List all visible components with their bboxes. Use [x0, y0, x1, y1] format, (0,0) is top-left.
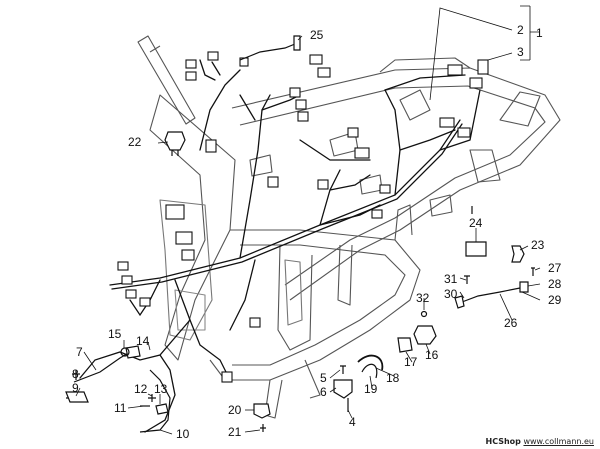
connector-block	[297, 111, 309, 122]
connector-block	[267, 176, 279, 188]
callout-25: 25	[310, 28, 324, 42]
connector-block	[371, 209, 383, 219]
callout-30: 30	[444, 287, 458, 301]
connector-block	[207, 51, 219, 61]
part-12-bolt	[148, 394, 156, 402]
callout-5: 5	[320, 371, 327, 385]
frame	[137, 35, 561, 419]
callout-2: 2	[517, 23, 524, 37]
callout-6: 6	[320, 385, 327, 399]
callout-18: 18	[386, 371, 400, 385]
connector-block	[289, 87, 301, 98]
part-27-screw	[531, 267, 535, 276]
callout-23: 23	[531, 238, 545, 252]
connectors	[117, 51, 489, 383]
connector-block	[379, 184, 391, 194]
connector-block	[221, 371, 233, 383]
part-19-clamp-ring	[361, 363, 378, 379]
callout-17: 17	[404, 355, 418, 369]
connector-block	[185, 59, 197, 69]
connector-block	[205, 139, 217, 153]
callout-3: 3	[517, 45, 524, 59]
part-13-clip	[155, 403, 169, 415]
callout-31: 31	[444, 272, 458, 286]
callout-1: 1	[536, 26, 543, 40]
callout-9: 9	[72, 381, 79, 395]
callout-4: 4	[349, 415, 356, 429]
part-26-cable	[461, 287, 521, 303]
connector-block	[317, 67, 331, 78]
part-16-relay	[413, 325, 437, 345]
callout-28: 28	[548, 277, 562, 291]
callout-26: 26	[504, 316, 518, 330]
connector-block	[354, 147, 370, 159]
connector-block	[121, 275, 133, 285]
connector-block	[117, 261, 129, 271]
part-21-screw	[260, 424, 266, 432]
part-7-sensor-cable	[73, 351, 131, 383]
part-17-relay	[397, 337, 413, 353]
callout-20: 20	[228, 403, 242, 417]
callout-15: 15	[108, 327, 122, 341]
part-15-ring	[120, 347, 130, 357]
part-5-screw	[340, 365, 346, 374]
connector-block	[139, 297, 151, 307]
part-20-grommet	[253, 403, 271, 419]
part-6-bracket	[333, 379, 353, 399]
connector-block	[185, 71, 197, 81]
part-32-nut	[420, 310, 428, 318]
connector-block	[447, 64, 463, 76]
callout-8: 8	[72, 367, 79, 381]
callout-22: 22	[128, 135, 142, 149]
connector-block	[469, 77, 483, 89]
callout-12: 12	[134, 382, 148, 396]
callout-19: 19	[364, 382, 378, 396]
connector-block	[347, 127, 359, 138]
connector-block	[125, 289, 137, 299]
connector-block	[175, 231, 193, 245]
part-10-sensor-cable	[139, 369, 171, 433]
part-31-screw	[464, 275, 470, 284]
footer-url[interactable]: www.collmann.eu	[523, 437, 594, 446]
connector-block	[317, 179, 329, 190]
connector-block	[457, 127, 471, 138]
callout-16: 16	[425, 348, 439, 362]
connector-block	[439, 117, 455, 128]
footer-credit: HCShop www.collmann.eu	[486, 437, 595, 446]
connector-block	[165, 204, 185, 220]
callout-13: 13	[154, 382, 168, 396]
callout-14: 14	[136, 334, 150, 348]
part-25-cable	[239, 43, 296, 61]
connector-block	[181, 249, 195, 261]
callout-27: 27	[548, 261, 562, 275]
callout-11: 11	[114, 401, 127, 415]
leader-lines	[75, 5, 541, 435]
callout-7: 7	[76, 345, 83, 359]
callout-21: 21	[228, 425, 242, 439]
part-23-clamp	[511, 245, 525, 263]
part-18-clamp-ring	[357, 354, 384, 371]
connector-block	[309, 54, 323, 65]
part-14-clip	[125, 345, 141, 359]
connector-block	[477, 59, 489, 75]
callout-24: 24	[469, 216, 483, 230]
callout-10: 10	[176, 427, 190, 441]
callout-labels: 1 2 3 4 5 6 7 8 9 10 11 12 13 14 15 16 1…	[72, 23, 562, 441]
part-22-plug	[164, 131, 186, 151]
connector-block	[249, 317, 261, 328]
callout-29: 29	[548, 293, 562, 307]
part-24-bracket	[465, 241, 487, 257]
callout-32: 32	[416, 291, 430, 305]
footer-shop: HCShop	[485, 437, 521, 446]
connector-block	[295, 99, 307, 110]
